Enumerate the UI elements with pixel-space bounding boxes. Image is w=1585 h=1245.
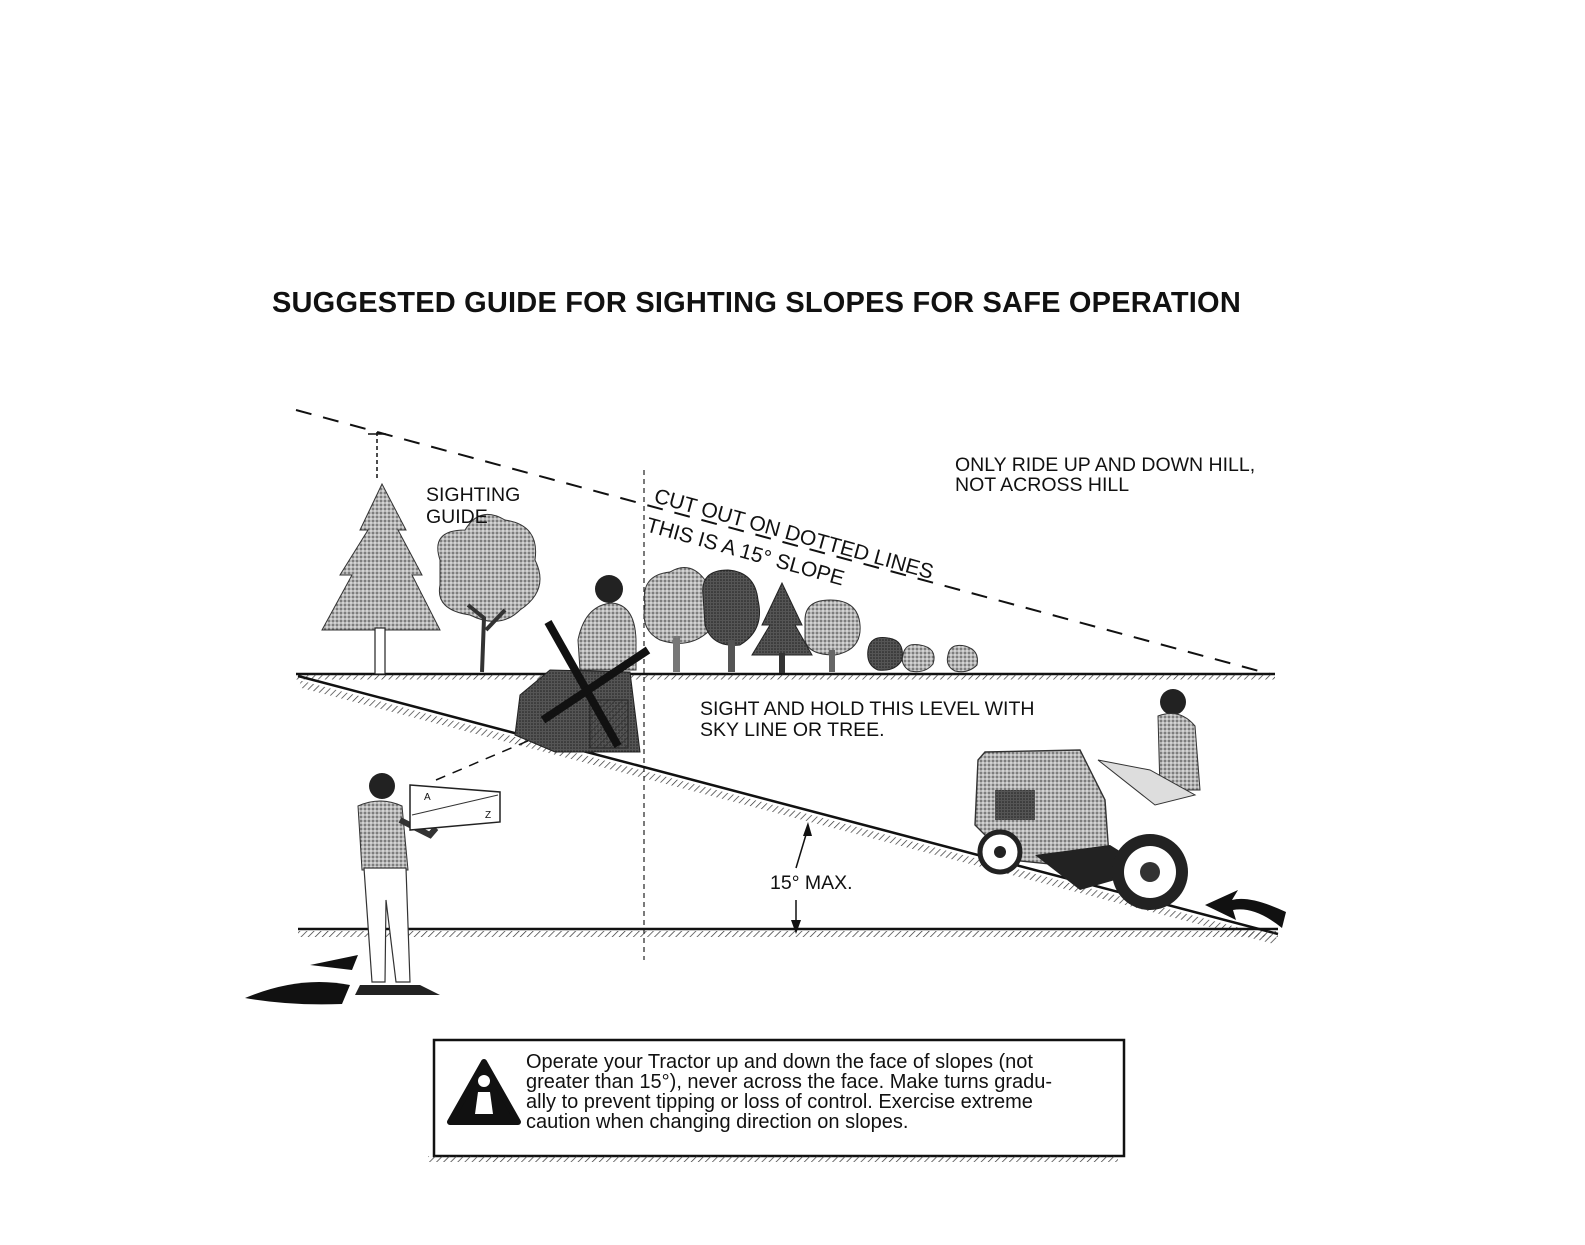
max-angle-label: 15° MAX. <box>770 872 853 894</box>
sighting-line <box>295 409 1271 675</box>
tractor-across-hill-icon <box>514 575 641 753</box>
person-sighting-icon: A Z <box>245 739 531 1005</box>
x-mark-icon <box>540 620 651 748</box>
warning-box: Operate your Tractor up and down the fac… <box>428 1038 1126 1162</box>
tractor-up-hill-icon <box>974 689 1201 910</box>
pine-tree-icon <box>321 432 441 675</box>
slope-line <box>297 674 1279 936</box>
svg-text:Z: Z <box>485 810 491 821</box>
arrow-icon <box>1205 890 1286 928</box>
round-tree-icon <box>437 513 541 673</box>
ride-instruction-label: ONLY RIDE UP AND DOWN HILL,NOT ACROSS HI… <box>955 454 1255 496</box>
warning-text: Operate your Tractor up and down the fac… <box>526 1051 1058 1133</box>
angle-indicator <box>791 822 812 934</box>
slope-hatch <box>299 680 1277 945</box>
svg-text:A: A <box>424 792 431 803</box>
warning-triangle-icon <box>447 1059 521 1125</box>
page-title: SUGGESTED GUIDE FOR SIGHTING SLOPES FOR … <box>272 287 1241 319</box>
tree-cluster-icon <box>643 567 978 673</box>
